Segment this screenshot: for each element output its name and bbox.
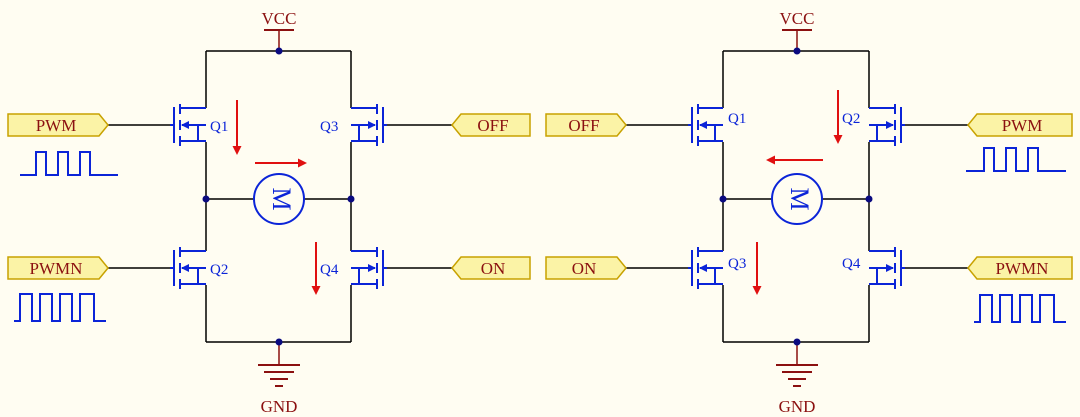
pwmn-waveform-icon xyxy=(974,294,1066,323)
mosfet-top-right xyxy=(351,104,387,146)
mosfet-bottom-right xyxy=(351,247,387,289)
vcc-label: VCC xyxy=(780,9,815,28)
current-arrows xyxy=(232,100,321,295)
transistor-label-bottom-right: Q4 xyxy=(320,262,339,278)
motor: M xyxy=(253,173,305,225)
port-top-right: OFF xyxy=(451,113,531,137)
mosfet-top-left xyxy=(688,104,723,146)
port-top-left: OFF xyxy=(545,113,627,137)
gnd-label: GND xyxy=(779,397,816,416)
port-top-left: PWM xyxy=(7,113,109,137)
svg-text:PWM: PWM xyxy=(1002,116,1043,135)
svg-text:ON: ON xyxy=(572,259,597,278)
port-bottom-right: ON xyxy=(451,256,531,280)
svg-text:PWMN: PWMN xyxy=(996,259,1049,278)
transistor-label-bottom-right: Q4 xyxy=(842,256,861,272)
motor-label: M xyxy=(267,187,296,210)
current-arrows xyxy=(752,90,843,295)
transistor-label-bottom-left: Q2 xyxy=(210,262,228,278)
left-h-bridge: VCC GND xyxy=(7,9,531,416)
port-bottom-left: ON xyxy=(545,256,627,280)
svg-text:PWM: PWM xyxy=(36,116,77,135)
ground-symbol xyxy=(776,342,818,387)
gnd-label: GND xyxy=(261,397,298,416)
transistor-label-bottom-left: Q3 xyxy=(728,256,746,272)
pwmn-waveform-icon xyxy=(14,293,106,322)
svg-text:OFF: OFF xyxy=(568,116,599,135)
ground-symbol xyxy=(258,342,300,387)
transistor-label-top-left: Q1 xyxy=(210,119,228,135)
mosfet-bottom-right xyxy=(869,247,905,289)
pwm-waveform-icon xyxy=(20,151,118,176)
svg-text:PWMN: PWMN xyxy=(30,259,83,278)
junctions xyxy=(719,47,873,346)
motor-label: M xyxy=(785,187,814,210)
mosfet-bottom-left xyxy=(170,247,206,289)
svg-text:ON: ON xyxy=(481,259,506,278)
right-h-bridge: VCC GND xyxy=(545,9,1073,416)
pwm-waveform-icon xyxy=(966,147,1066,172)
mosfet-bottom-left xyxy=(688,247,723,289)
mosfet-top-right xyxy=(869,104,905,146)
svg-text:OFF: OFF xyxy=(477,116,508,135)
mosfet-top-left xyxy=(170,104,206,146)
port-bottom-right: PWMN xyxy=(967,256,1073,280)
junctions xyxy=(202,47,355,346)
transistor-label-top-right: Q2 xyxy=(842,111,860,127)
port-top-right: PWM xyxy=(967,113,1073,137)
vcc-label: VCC xyxy=(262,9,297,28)
motor: M xyxy=(771,173,823,225)
port-bottom-left: PWMN xyxy=(7,256,109,280)
transistor-label-top-left: Q1 xyxy=(728,111,746,127)
transistor-label-top-right: Q3 xyxy=(320,119,338,135)
